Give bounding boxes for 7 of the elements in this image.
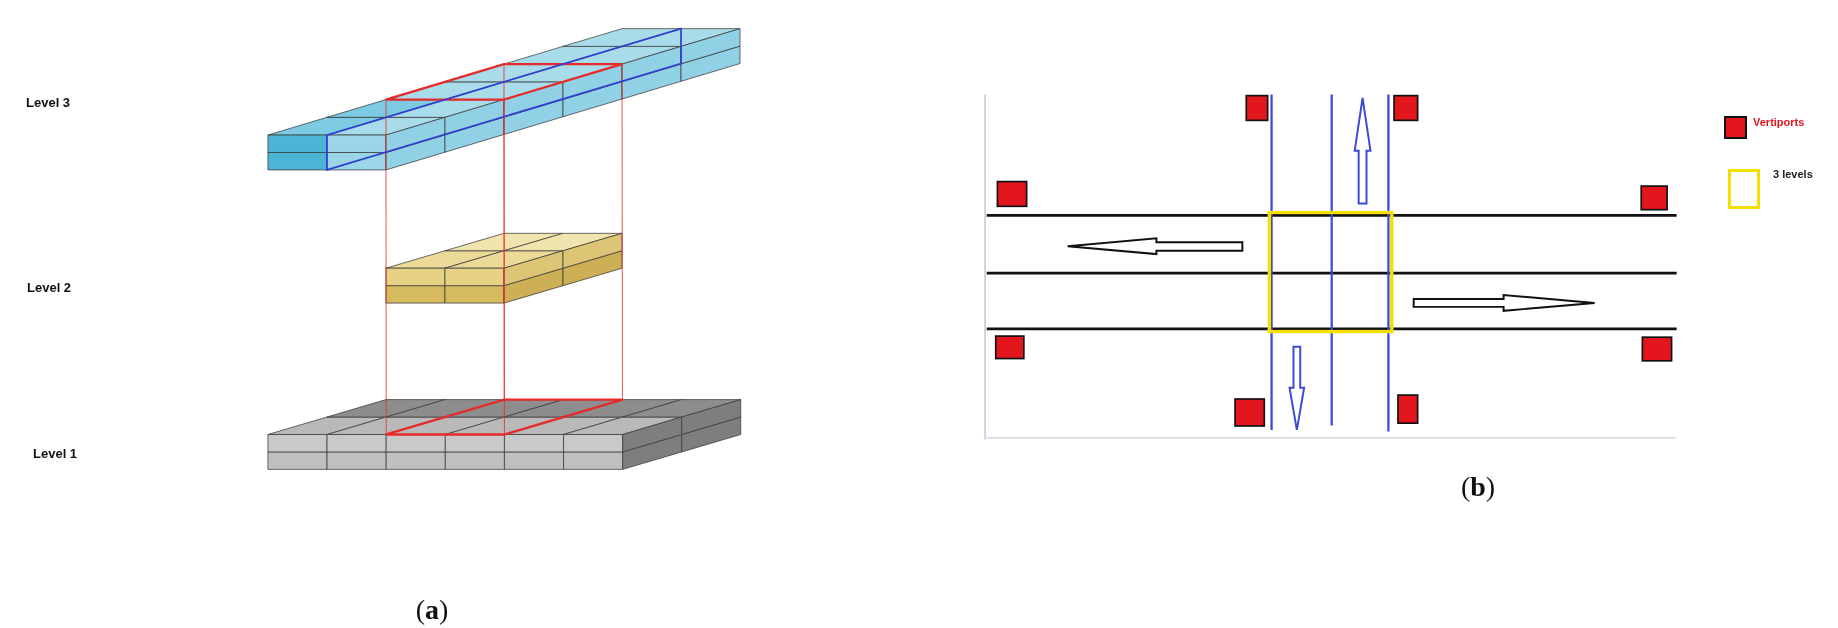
panel-caption: (a)	[415, 596, 449, 624]
panel-caption: (b)	[1460, 473, 1496, 501]
level-label: Level 3	[26, 95, 71, 109]
legend-label: 3 levels	[1773, 168, 1813, 180]
level-label: Level 1	[33, 446, 78, 460]
legend-label: Vertiports	[1753, 116, 1805, 128]
level-label: Level 2	[27, 280, 72, 294]
